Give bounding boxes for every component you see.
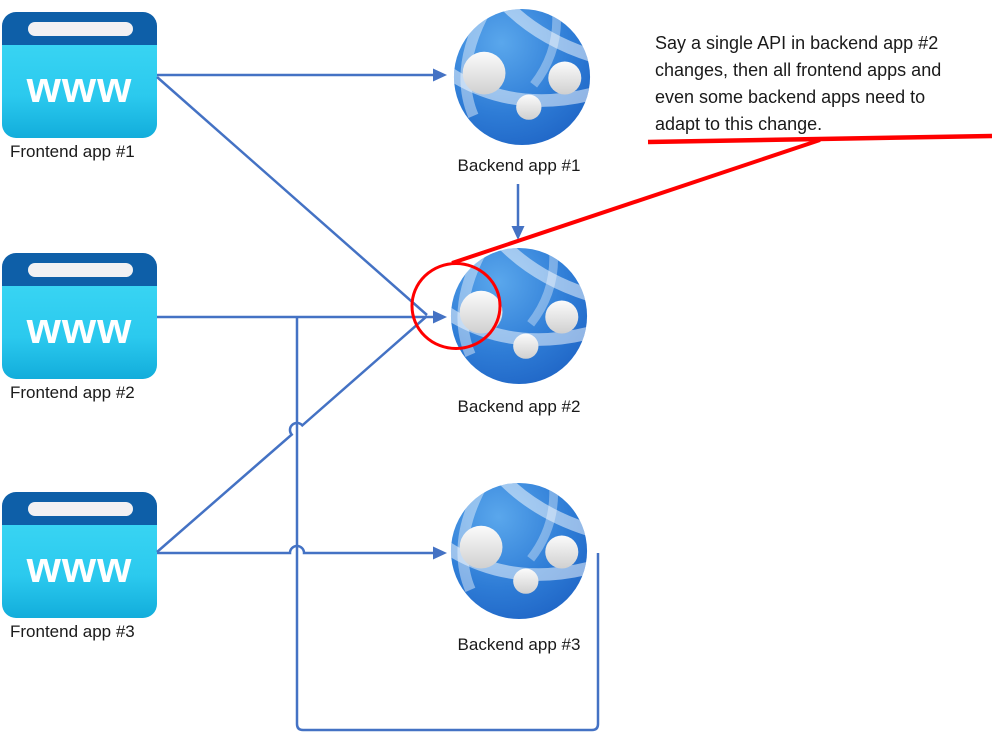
browser-www-icon: www	[2, 253, 157, 379]
app-service-globe-icon	[449, 481, 589, 621]
browser-titlebar	[2, 253, 157, 286]
browser-body: www	[2, 286, 157, 379]
browser-titlebar	[2, 492, 157, 525]
frontend-app-2-node: www	[2, 253, 157, 379]
browser-addressbar	[28, 22, 133, 36]
browser-body: www	[2, 525, 157, 618]
frontend-app-1-label: Frontend app #1	[10, 142, 135, 161]
app-service-globe-icon	[452, 7, 592, 147]
browser-addressbar	[28, 263, 133, 277]
browser-www-icon: www	[2, 492, 157, 618]
annotation-line: Say a single API in backend app #2	[655, 33, 939, 53]
annotation-line: even some backend apps need to	[655, 87, 926, 107]
annotation-text: Say a single API in backend app #2 chang…	[655, 30, 992, 138]
app-service-globe-icon	[449, 246, 589, 386]
browser-www-icon: www	[2, 12, 157, 138]
frontend-app-1-node: www	[2, 12, 157, 138]
frontend-app-3-node: www	[2, 492, 157, 618]
www-text: www	[26, 542, 133, 592]
annotation-line: changes, then all frontend apps and	[655, 60, 942, 80]
backend-app-2-label: Backend app #2	[457, 397, 581, 416]
www-text: www	[26, 62, 133, 112]
backend-app-3-label: Backend app #3	[457, 635, 581, 654]
annotation-line: adapt to this change.	[655, 114, 823, 134]
frontend-app-2-label: Frontend app #2	[10, 383, 135, 402]
backend-app-1-label: Backend app #1	[457, 156, 581, 175]
browser-titlebar	[2, 12, 157, 45]
browser-addressbar	[28, 502, 133, 516]
www-text: www	[26, 303, 133, 353]
frontend-app-3-label: Frontend app #3	[10, 622, 135, 641]
browser-body: www	[2, 45, 157, 138]
